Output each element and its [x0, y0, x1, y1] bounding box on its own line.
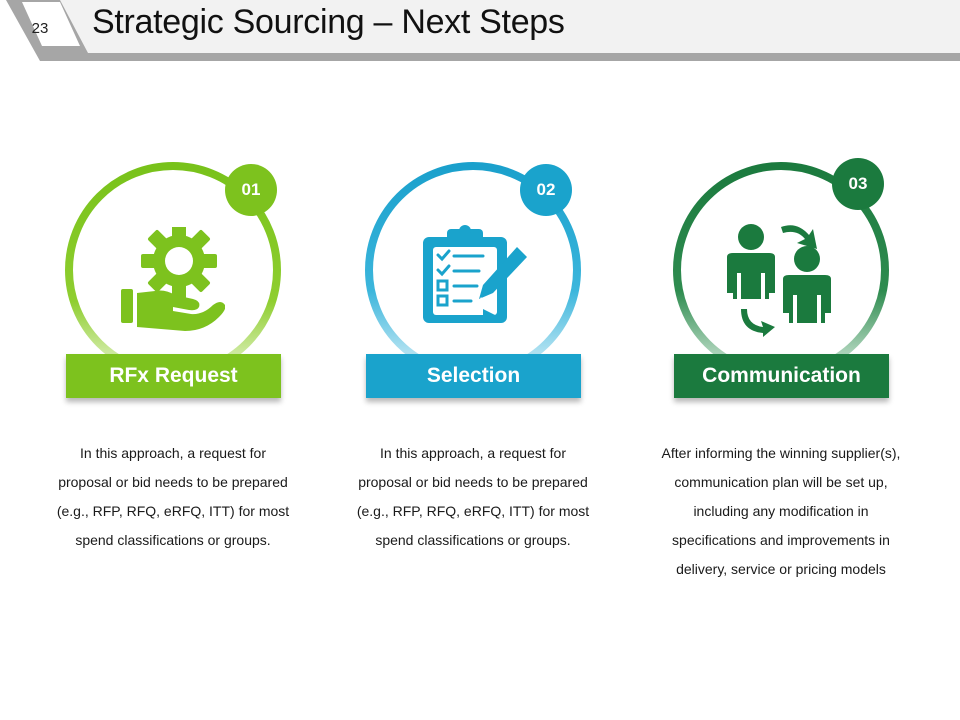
- step-number-badge: 01: [225, 164, 277, 216]
- slide-number: 23: [31, 20, 49, 37]
- step-description: After informing the winning supplier(s),…: [661, 445, 901, 577]
- step-description: In this approach, a request for proposal…: [56, 445, 290, 548]
- hand-gear-icon: [121, 227, 225, 331]
- step-description: In this approach, a request for proposal…: [356, 445, 590, 548]
- step-ring: [365, 162, 581, 365]
- step-rfx-request: 01 RFx Request In this approach, a reque…: [53, 155, 293, 615]
- step-number-badge: 03: [832, 158, 884, 210]
- people-exchange-icon: [727, 224, 831, 337]
- step-label: RFx Request: [66, 354, 281, 398]
- header-banner: [0, 0, 960, 61]
- step-communication: 03 Communication After informing the win…: [661, 155, 901, 615]
- clipboard-checklist-icon: [423, 225, 527, 323]
- step-number-badge: 02: [520, 164, 572, 216]
- step-ring: [65, 162, 281, 365]
- slide-title: Strategic Sourcing – Next Steps: [92, 3, 565, 41]
- step-label: Selection: [366, 354, 581, 398]
- step-selection: 02 Selection In this approach, a request…: [353, 155, 593, 615]
- step-ring: [673, 162, 889, 365]
- step-label: Communication: [674, 354, 889, 398]
- slide-header: 23 Strategic Sourcing – Next Steps: [0, 0, 960, 64]
